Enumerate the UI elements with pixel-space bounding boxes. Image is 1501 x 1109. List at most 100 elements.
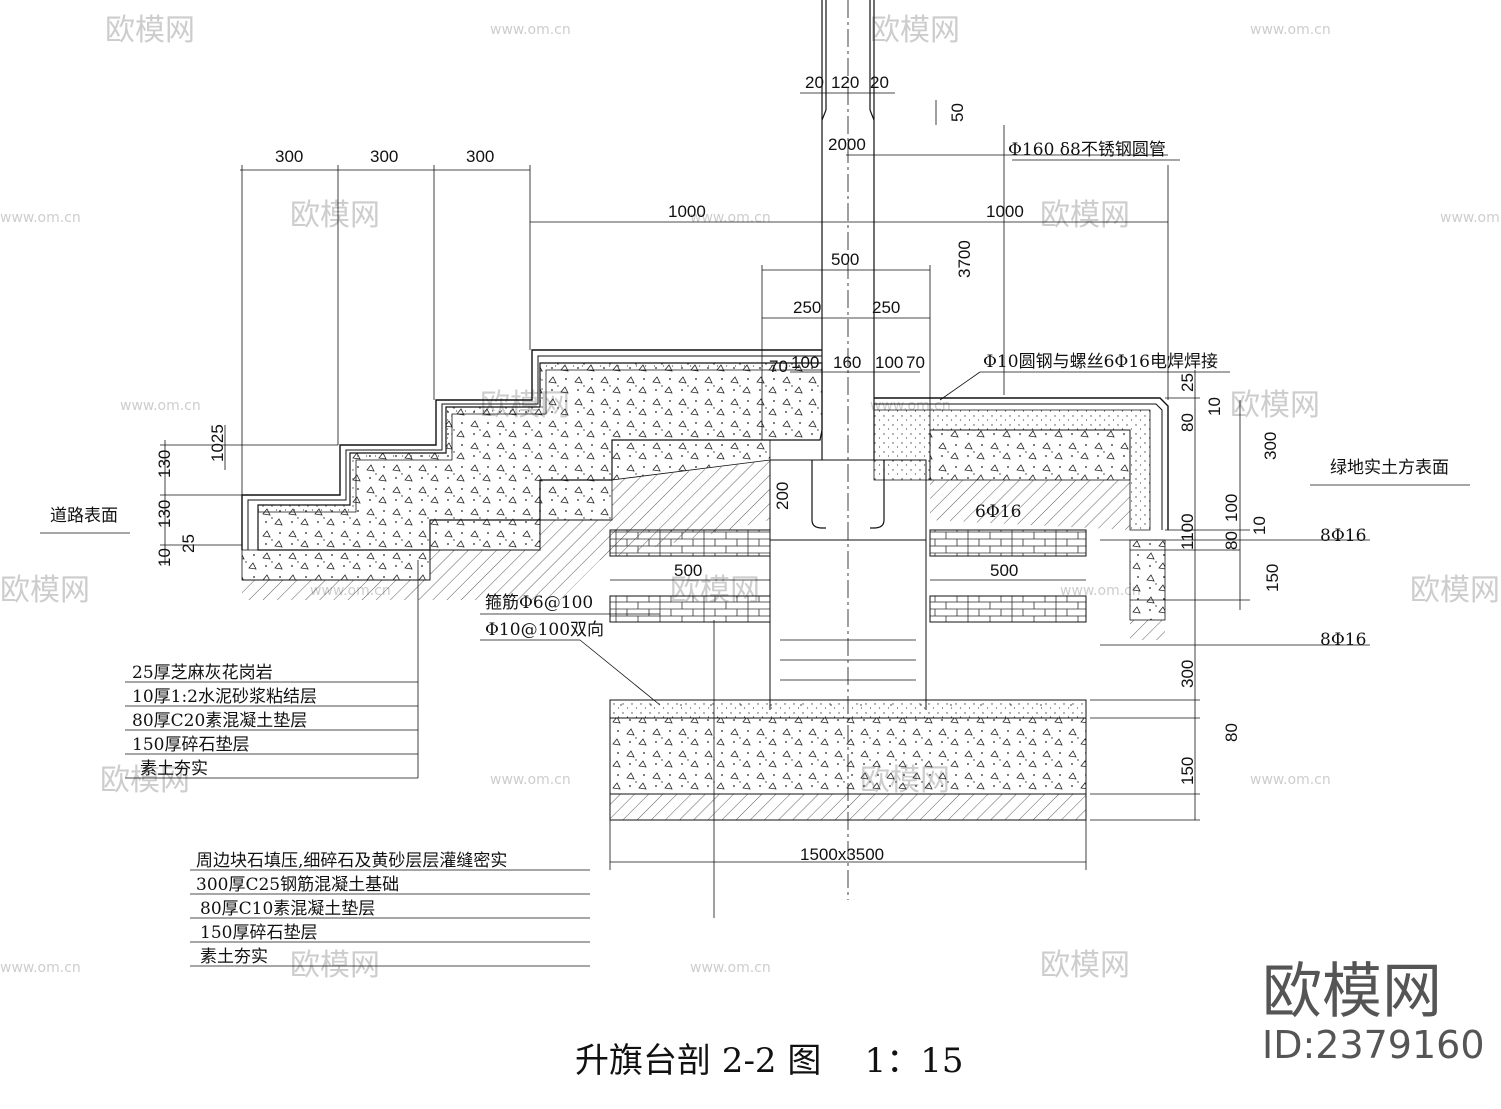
- legend-bottom-item: 周边块石填压,细碎石及黄砂层层灌缝密实: [196, 851, 507, 871]
- svg-text:www.om.cn: www.om.cn: [490, 22, 571, 38]
- watermark-logo: 欧模网: [0, 573, 90, 608]
- foundation: [609, 459, 1087, 821]
- dim-10-left: 10: [155, 548, 174, 567]
- road-label: 道路表面: [50, 506, 118, 526]
- legend-left-item: 25厚芝麻灰花岗岩: [132, 663, 273, 683]
- watermark-logo: 欧模网: [105, 13, 195, 48]
- svg-text:欧模网: 欧模网: [105, 13, 195, 48]
- dim-20-right: 20: [870, 73, 889, 92]
- legend-bottom: 周边块石填压,细碎石及黄砂层层灌缝密实 300厚C25钢筋混凝土基础 80厚C1…: [196, 851, 507, 967]
- legend-left-item: 素土夯实: [140, 759, 208, 779]
- dim-150-lower: 150: [1178, 757, 1197, 785]
- dim-300-lower: 300: [1178, 660, 1197, 688]
- svg-text:www.om.cn: www.om.cn: [1440, 210, 1501, 226]
- legend-left-item: 10厚1:2水泥砂浆粘结层: [132, 687, 317, 707]
- grass-label: 绿地实土方表面: [1330, 458, 1449, 478]
- watermark-url: www.om.cn: [0, 210, 81, 226]
- annotations: Φ160 δ8不锈钢圆管 Φ10圆钢与螺丝6Φ16电焊焊接 绿地实土方表面 道路…: [50, 140, 1449, 650]
- dim-base-size: 1500x3500: [800, 845, 884, 864]
- dim-120: 120: [831, 73, 859, 92]
- watermark-url: www.om.cn: [0, 960, 81, 976]
- dim-1100: 1100: [1178, 513, 1197, 550]
- watermark-logo: 欧模网: [290, 948, 380, 983]
- dim-70-left: 70: [769, 357, 788, 376]
- dim-130-b: 130: [155, 500, 174, 528]
- legend-bottom-item: 素土夯实: [200, 947, 268, 967]
- dim-500-top: 500: [831, 250, 859, 269]
- watermark-logo: 欧模网: [870, 13, 960, 48]
- dim-80-r2: 80: [1222, 531, 1241, 550]
- dim-25-left: 25: [179, 534, 198, 553]
- dim-70-right: 70: [906, 353, 925, 372]
- dim-200: 200: [773, 482, 792, 510]
- watermark-logo: 欧模网: [1040, 948, 1130, 983]
- mesh-label: Φ10@100双向: [485, 620, 604, 640]
- dim-1000-right: 1000: [986, 202, 1024, 221]
- dim-100-r2: 100: [1222, 494, 1241, 522]
- dim-10-r2: 10: [1250, 516, 1269, 535]
- watermark-url: www.om.cn: [120, 398, 201, 414]
- legend-bottom-item: 150厚碎石垫层: [200, 923, 317, 943]
- svg-text:www.om.cn: www.om.cn: [1060, 583, 1141, 599]
- drawing-title: 升旗台剖 2-2 图 1：15: [575, 1041, 964, 1081]
- dim-100-left: 100: [791, 353, 819, 372]
- dim-160: 160: [833, 353, 861, 372]
- svg-text:www.om.cn: www.om.cn: [120, 398, 201, 414]
- dim-50: 50: [948, 103, 967, 122]
- watermark-url: www.om.cn: [1250, 772, 1331, 788]
- dim-80-lower: 80: [1222, 723, 1241, 742]
- rebar-8phi16-label-a: 8Φ16: [1320, 526, 1366, 546]
- watermark-logo: 欧模网: [1410, 573, 1500, 608]
- dim-300-a: 300: [275, 147, 303, 166]
- dim-100-right: 100: [875, 353, 903, 372]
- legend-left-item: 80厚C20素混凝土垫层: [132, 711, 307, 731]
- watermark-url: www.om.cn: [1250, 22, 1331, 38]
- watermark-logo: 欧模网: [290, 198, 380, 233]
- svg-text:www.om.cn: www.om.cn: [1250, 22, 1331, 38]
- svg-text:欧模网: 欧模网: [1040, 198, 1130, 233]
- svg-text:欧模网: 欧模网: [290, 948, 380, 983]
- dimension-lines: [160, 92, 1470, 870]
- watermark-url: www.om.cn: [1060, 583, 1141, 599]
- dim-300-c: 300: [466, 147, 494, 166]
- weld-label: Φ10圆钢与螺丝6Φ16电焊焊接: [983, 352, 1218, 372]
- dim-10-right: 10: [1205, 397, 1224, 416]
- svg-text:www.om.cn: www.om.cn: [690, 960, 771, 976]
- dim-2000: 2000: [828, 135, 866, 154]
- dim-1000-left: 1000: [668, 202, 706, 221]
- dim-500-right: 500: [990, 561, 1018, 580]
- watermark-url: www.om.cn: [490, 22, 571, 38]
- svg-text:欧模网: 欧模网: [1410, 573, 1500, 608]
- legend-left: 25厚芝麻灰花岗岩 10厚1:2水泥砂浆粘结层 80厚C20素混凝土垫层 150…: [132, 663, 317, 779]
- leader-lines: [40, 159, 1230, 967]
- brand-id: ID:2379160: [1262, 1023, 1485, 1067]
- svg-text:欧模网: 欧模网: [1040, 948, 1130, 983]
- legend-left-item: 150厚碎石垫层: [132, 735, 249, 755]
- platform-right: [873, 397, 1169, 640]
- dimension-texts: 20 120 20 50 2000 3700 300 300 300 1000 …: [155, 73, 1282, 864]
- watermark-logo: 欧模网: [1040, 198, 1130, 233]
- svg-text:欧模网: 欧模网: [870, 13, 960, 48]
- svg-text:欧模网: 欧模网: [100, 763, 190, 798]
- watermark-logo: 欧模网: [1230, 388, 1320, 423]
- step-platform-left: [241, 349, 823, 600]
- dim-300-b: 300: [370, 147, 398, 166]
- legend-bottom-item: 80厚C10素混凝土垫层: [200, 899, 375, 919]
- watermark-url: www.om.cn: [490, 772, 571, 788]
- dim-1025: 1025: [208, 424, 227, 462]
- svg-text:欧模网: 欧模网: [1230, 388, 1320, 423]
- svg-text:www.om.cn: www.om.cn: [490, 772, 571, 788]
- dim-3700: 3700: [955, 240, 974, 278]
- svg-text:www.om.cn: www.om.cn: [1250, 772, 1331, 788]
- dim-250-left: 250: [793, 298, 821, 317]
- watermark-url: www.om.cn: [690, 960, 771, 976]
- rebar-8phi16-label-b: 8Φ16: [1320, 630, 1366, 650]
- dim-250-right: 250: [872, 298, 900, 317]
- pipe-label: Φ160 δ8不锈钢圆管: [1008, 140, 1166, 160]
- dim-150-r2: 150: [1263, 564, 1282, 592]
- svg-text:www.om.cn: www.om.cn: [0, 210, 81, 226]
- legend-bottom-item: 300厚C25钢筋混凝土基础: [196, 875, 399, 895]
- svg-text:www.om.cn: www.om.cn: [0, 960, 81, 976]
- dim-300-right: 300: [1261, 432, 1280, 460]
